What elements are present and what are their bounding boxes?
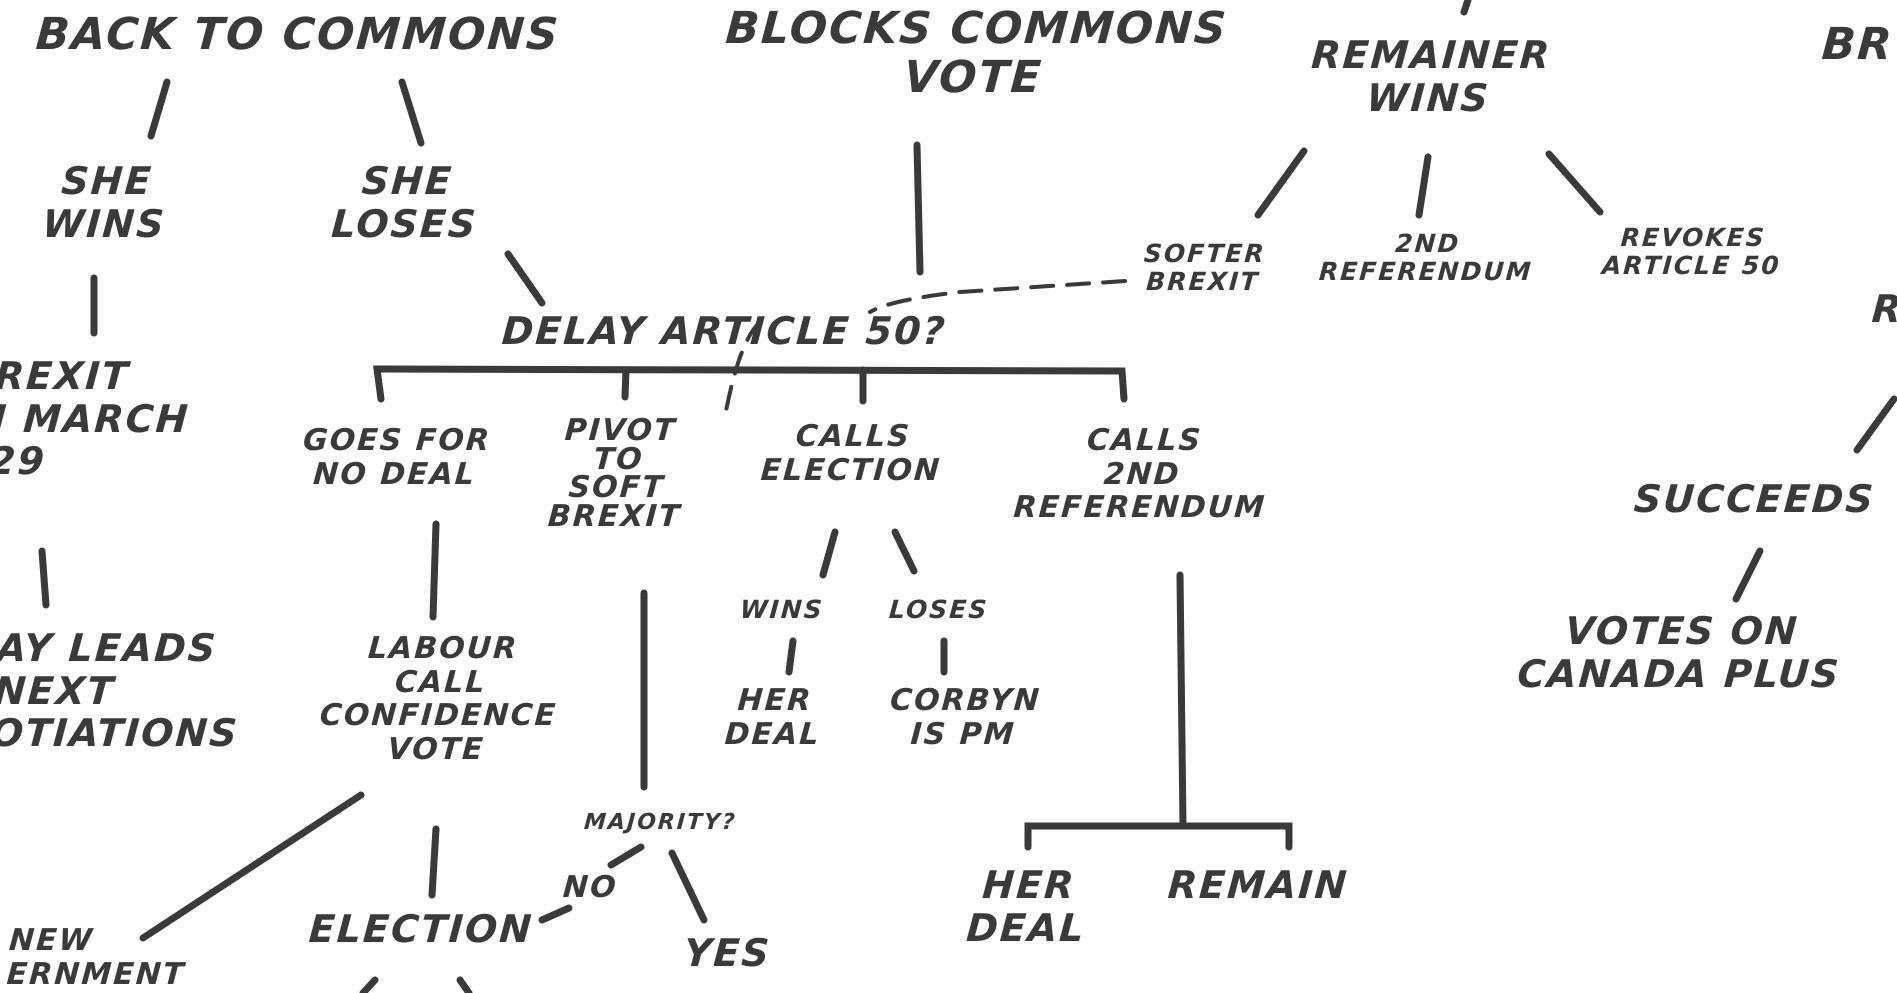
node-brexit-march: REXIT I MARCH 29 bbox=[0, 354, 192, 484]
node-loses: LOSES bbox=[888, 595, 990, 624]
node-calls-2nd-referendum: CALLS 2ND REFERENDUM bbox=[1012, 423, 1268, 526]
node-remain: REMAIN bbox=[1166, 863, 1350, 907]
edge-election-left bbox=[359, 976, 379, 993]
edge-commons-she-wins bbox=[147, 78, 171, 140]
edge-top-mark bbox=[1460, 0, 1472, 16]
edge-commons-she-loses bbox=[398, 78, 425, 147]
edge-majority-yes bbox=[668, 849, 708, 924]
edge-wins-her-deal bbox=[785, 637, 797, 676]
node-r-partial: R bbox=[1870, 287, 1897, 331]
node-calls-election: CALLS ELECTION bbox=[759, 419, 943, 488]
node-she-loses: SHE LOSES bbox=[329, 159, 479, 246]
node-revokes-article-50: REVOKES ARTICLE 50 bbox=[1601, 223, 1782, 280]
dashed-edge-softer-pivot bbox=[724, 279, 1127, 413]
node-majority: MAJORITY? bbox=[583, 810, 738, 835]
edge-vote-election bbox=[428, 825, 440, 899]
edge-2nd-ref-down bbox=[1176, 571, 1187, 830]
bracket-delay-options bbox=[373, 365, 1128, 403]
node-back-to-commons: BACK TO COMMONS bbox=[34, 9, 562, 60]
node-goes-for-no-deal: GOES FOR NO DEAL bbox=[301, 423, 493, 492]
edge-election-loses bbox=[891, 528, 918, 575]
node-no: NO bbox=[561, 870, 619, 905]
node-blocks-commons-vote: BLOCKS COMMONS VOTE bbox=[723, 3, 1230, 104]
edge-no-election bbox=[538, 904, 573, 924]
edge-election-right bbox=[456, 976, 473, 993]
bracket-referendum-outcomes bbox=[1024, 822, 1293, 851]
node-she-wins: SHE WINS bbox=[40, 159, 168, 246]
edge-succeeds-canada bbox=[1732, 547, 1764, 603]
edge-she-loses-delay bbox=[504, 250, 546, 307]
edge-remainer-2nd-ref bbox=[1415, 153, 1432, 219]
node-pivot-soft-brexit: PIVOT TO SOFT BREXIT bbox=[546, 413, 683, 534]
edge-remainer-revokes bbox=[1545, 150, 1604, 216]
node-her-deal-referendum: HER DEAL bbox=[964, 863, 1088, 950]
node-succeeds: SUCCEEDS bbox=[1632, 477, 1877, 521]
node-2nd-referendum-top: 2ND REFERENDUM bbox=[1318, 229, 1534, 286]
node-may-leads: AY LEADS NEXT OTIATIONS bbox=[0, 626, 241, 756]
edge-majority-no bbox=[607, 843, 645, 869]
edge-nodeal-labour bbox=[429, 520, 440, 621]
node-labour-confidence-vote: LABOUR CALL CONFIDENCE VOTE bbox=[318, 631, 559, 767]
edge-election-wins bbox=[819, 528, 839, 579]
node-election: ELECTION bbox=[307, 907, 535, 951]
node-votes-canada-plus: VOTES ON CANADA PLUS bbox=[1515, 609, 1842, 696]
node-new-government: NEW ERNMENT bbox=[5, 923, 187, 992]
edge-right-r-succeeds bbox=[1853, 395, 1897, 454]
node-her-deal-election: HER DEAL bbox=[723, 683, 822, 752]
node-softer-brexit: SOFTER BREXIT bbox=[1143, 239, 1267, 296]
edge-brexit-may bbox=[38, 547, 50, 609]
bracket-tick-pivot bbox=[621, 366, 630, 401]
node-br-partial: BR bbox=[1820, 19, 1896, 70]
edge-vote-new-gov bbox=[139, 791, 365, 942]
node-wins: WINS bbox=[739, 595, 825, 624]
node-remainer-wins: REMAINER WINS bbox=[1309, 33, 1553, 120]
edge-blocks-delay bbox=[913, 141, 924, 276]
node-delay-article-50: DELAY ARTICLE 50? bbox=[500, 309, 949, 353]
node-corbyn-pm: CORBYN IS PM bbox=[888, 683, 1043, 752]
node-yes: YES bbox=[682, 931, 773, 975]
edge-remainer-softer bbox=[1254, 147, 1308, 219]
